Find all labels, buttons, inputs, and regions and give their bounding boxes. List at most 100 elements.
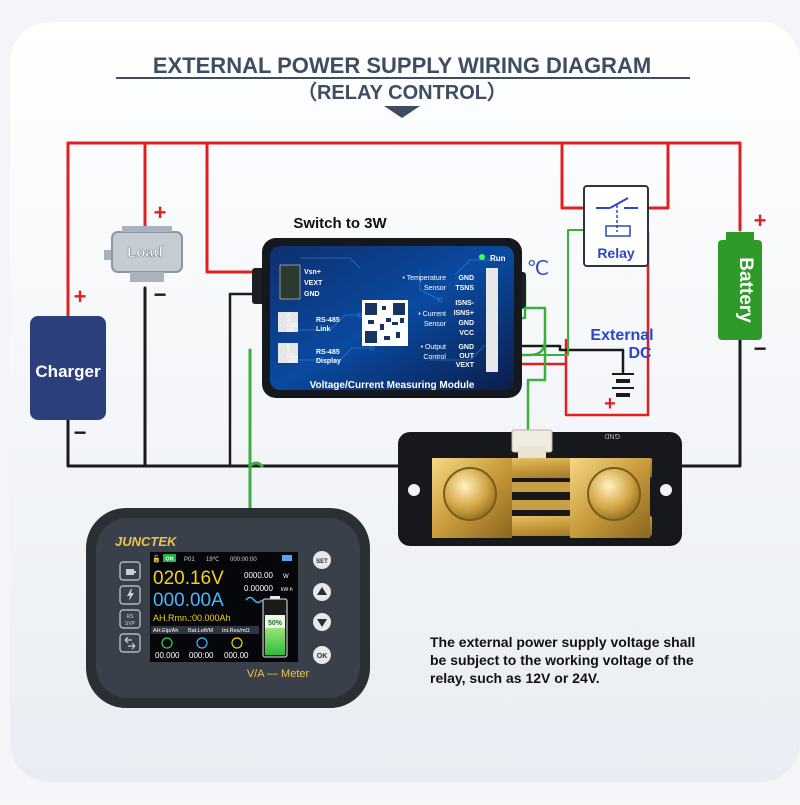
voltage-readout: 020.16V <box>153 568 224 589</box>
pin-tsns: TSNS <box>455 285 474 292</box>
status-on-badge <box>163 554 176 562</box>
shunt-bolt-right <box>587 467 641 521</box>
side-svp-label: SVP <box>125 621 136 627</box>
title-down-arrow <box>384 106 420 118</box>
black-wire-charger <box>66 416 402 468</box>
current-sensor-label-2: Sensor <box>424 321 447 328</box>
module-name: Voltage/Current Measuring Module <box>310 380 475 391</box>
pin-vext-right: VEXT <box>456 362 475 369</box>
link-pin-nc: NC <box>287 328 295 334</box>
col-header-2: Bat.Left/M <box>188 628 213 634</box>
shunt-gnd-label: GND <box>604 432 620 439</box>
lock-icon: 🔓 <box>152 554 161 563</box>
black-wire-battery <box>678 336 742 468</box>
load: Load + − <box>104 200 183 307</box>
external-dc-line1: External <box>590 327 653 344</box>
col-value-2: 000:00 <box>189 651 214 660</box>
pin-vsn: Vsn+ <box>304 269 321 276</box>
display-pin-gnd: GND <box>287 354 299 360</box>
rs485-link-port <box>278 312 298 332</box>
output-control-label-1: • Output <box>421 344 446 351</box>
relay-coil <box>605 225 631 237</box>
load-label: Load <box>127 244 163 261</box>
link-pin-a: A <box>287 318 291 324</box>
link-pin-b: B <box>287 313 291 319</box>
status-on: ON <box>165 557 173 563</box>
ah-remaining: AH.Rmn.:00.000Ah <box>153 613 231 623</box>
charger: Charger + − <box>30 284 106 445</box>
pin-gnd-2: GND <box>458 320 474 327</box>
rs485-display-label-2: Display <box>316 358 341 365</box>
ok-button-label: OK <box>317 653 328 660</box>
power-unit: W <box>283 574 289 580</box>
set-button[interactable] <box>313 551 331 569</box>
current-sensor-label-1: • Current <box>418 311 446 318</box>
status-temp: 19℃ <box>206 557 220 563</box>
status-p: P01 <box>184 557 195 563</box>
side-rs-label: RS <box>127 614 135 620</box>
side-battery-icon <box>119 561 141 581</box>
temp-sensor-label-2: Sensor <box>424 285 447 292</box>
note-line-2: be subject to the working voltage of the <box>430 652 694 668</box>
pin-gnd-left: GND <box>304 291 320 298</box>
relay: Relay <box>583 185 649 267</box>
load-minus: − <box>154 282 167 307</box>
display-pin-b: B <box>287 344 291 350</box>
external-dc: External DC + <box>590 327 653 415</box>
left-terminal <box>279 264 301 300</box>
energy-readout: 0.00000 <box>244 584 273 593</box>
diagram-subtitle: （RELAY CONTROL） <box>297 81 507 104</box>
down-arrow-icon <box>317 619 327 627</box>
temp-sensor-label-1: • Temperature <box>402 275 446 282</box>
pin-vcc: VCC <box>459 330 474 337</box>
charger-plus: + <box>74 284 87 309</box>
side-arrows-icon <box>119 633 141 653</box>
meter-battery-fill <box>265 628 285 655</box>
green-wire-crossover <box>248 461 264 468</box>
pin-gnd-3: GND <box>458 344 474 351</box>
pin-vext-left: VEXT <box>304 280 323 287</box>
switch-label: Switch to 3W <box>293 215 387 232</box>
celsius-label: ℃ <box>527 258 549 280</box>
battery-minus: − <box>754 336 767 361</box>
set-button-label: SET <box>316 559 328 565</box>
rs485-link-label-2: Link <box>316 326 330 333</box>
up-arrow-icon <box>317 587 327 595</box>
battery-body <box>718 240 762 340</box>
link-pin-gnd: GND <box>287 323 299 329</box>
current-readout: 000.00A <box>153 590 224 611</box>
battery-percent: 50% <box>268 620 283 627</box>
display-pin-a: A <box>287 349 291 355</box>
shunt: GND <box>398 429 682 546</box>
pin-isns-plus: ISNS+ <box>454 310 474 317</box>
red-wire-vext <box>490 230 650 417</box>
pin-isns-minus: ISNS- <box>455 300 474 307</box>
run-led <box>479 254 485 260</box>
shunt-bolt-left <box>443 467 497 521</box>
side-rs-icon <box>119 609 141 629</box>
rs485-display-label-1: RS-485 <box>316 349 340 356</box>
display-pin-5v: +5V <box>287 359 297 365</box>
external-dc-line2: DC <box>628 345 652 362</box>
battery-label: Battery <box>735 257 756 323</box>
col-header-1: AH.Elp/Ah <box>153 628 178 634</box>
red-wire-relay-out <box>646 141 742 210</box>
relay-label: Relay <box>597 245 635 261</box>
external-dc-plus: + <box>604 393 616 415</box>
run-label: Run <box>490 254 506 263</box>
right-terminal-block <box>486 268 498 372</box>
green-wire-current <box>490 306 547 442</box>
meter-footer: V/A — Meter <box>247 668 310 680</box>
note-line-3: relay, such as 12V or 24V. <box>430 670 600 686</box>
meter: JUNCTEK RS SVP 🔓 ON P01 19℃ 000:00:00 02… <box>86 508 370 708</box>
charger-minus: − <box>74 420 87 445</box>
note-line-1: The external power supply voltage shall <box>430 634 695 650</box>
diagram-title: EXTERNAL POWER SUPPLY WIRING DIAGRAM <box>153 53 651 78</box>
charger-label: Charger <box>35 362 101 381</box>
status-time: 000:00:00 <box>230 557 257 563</box>
relay-switch-contact <box>609 197 629 209</box>
side-lightning-icon <box>119 585 141 605</box>
ok-button[interactable] <box>313 646 331 664</box>
